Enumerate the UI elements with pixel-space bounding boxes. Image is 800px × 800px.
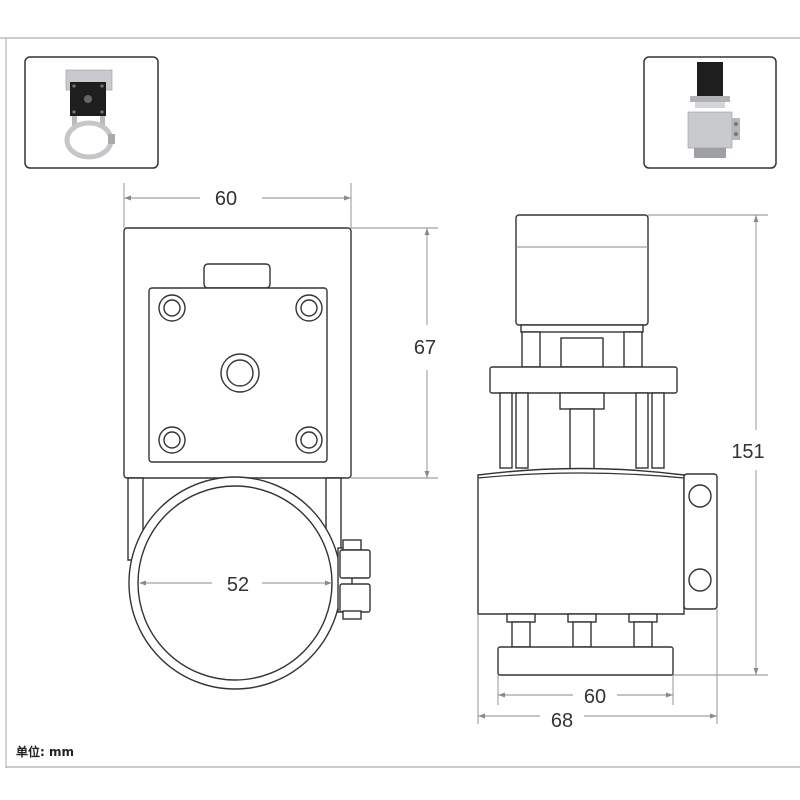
clamp-ear — [683, 473, 718, 610]
dim-label-base-width: 60 — [584, 686, 606, 708]
standoffs-upper — [521, 331, 643, 368]
dim-label-top-width: 60 — [215, 188, 237, 210]
photo-thumbnail-front — [24, 56, 159, 169]
clamp-ring: 52 — [128, 476, 342, 690]
side-plate — [489, 366, 678, 394]
screw-hole — [158, 426, 186, 454]
motor-collar — [520, 324, 644, 333]
photo-thumbnail-side — [643, 56, 777, 169]
coupler-and-rods — [499, 392, 665, 470]
dim-label-ring-diameter: 52 — [227, 574, 249, 596]
motor-body — [515, 214, 649, 326]
screw-hole — [295, 294, 323, 322]
dimension-base-width: 60 — [497, 675, 674, 708]
screw-hole — [295, 426, 323, 454]
mounting-slot — [203, 263, 271, 289]
legs-lower — [506, 613, 658, 648]
dimension-overall-width: 68 — [477, 609, 718, 732]
base-plate — [497, 646, 674, 676]
clamp-screw — [337, 539, 371, 620]
dimension-total-height: 151 — [648, 214, 768, 676]
dimension-plate-height: 67 — [351, 227, 438, 479]
dimension-top-width: 60 — [123, 183, 352, 228]
screw-hole — [158, 294, 186, 322]
dim-label-overall-width: 68 — [551, 710, 573, 732]
unit-label: 单位: mm — [16, 744, 74, 759]
motor-shaft — [220, 353, 260, 393]
dim-label-total-height: 151 — [731, 441, 764, 463]
clamp-cylinder — [477, 467, 685, 615]
dim-label-plate-height: 67 — [414, 337, 436, 359]
